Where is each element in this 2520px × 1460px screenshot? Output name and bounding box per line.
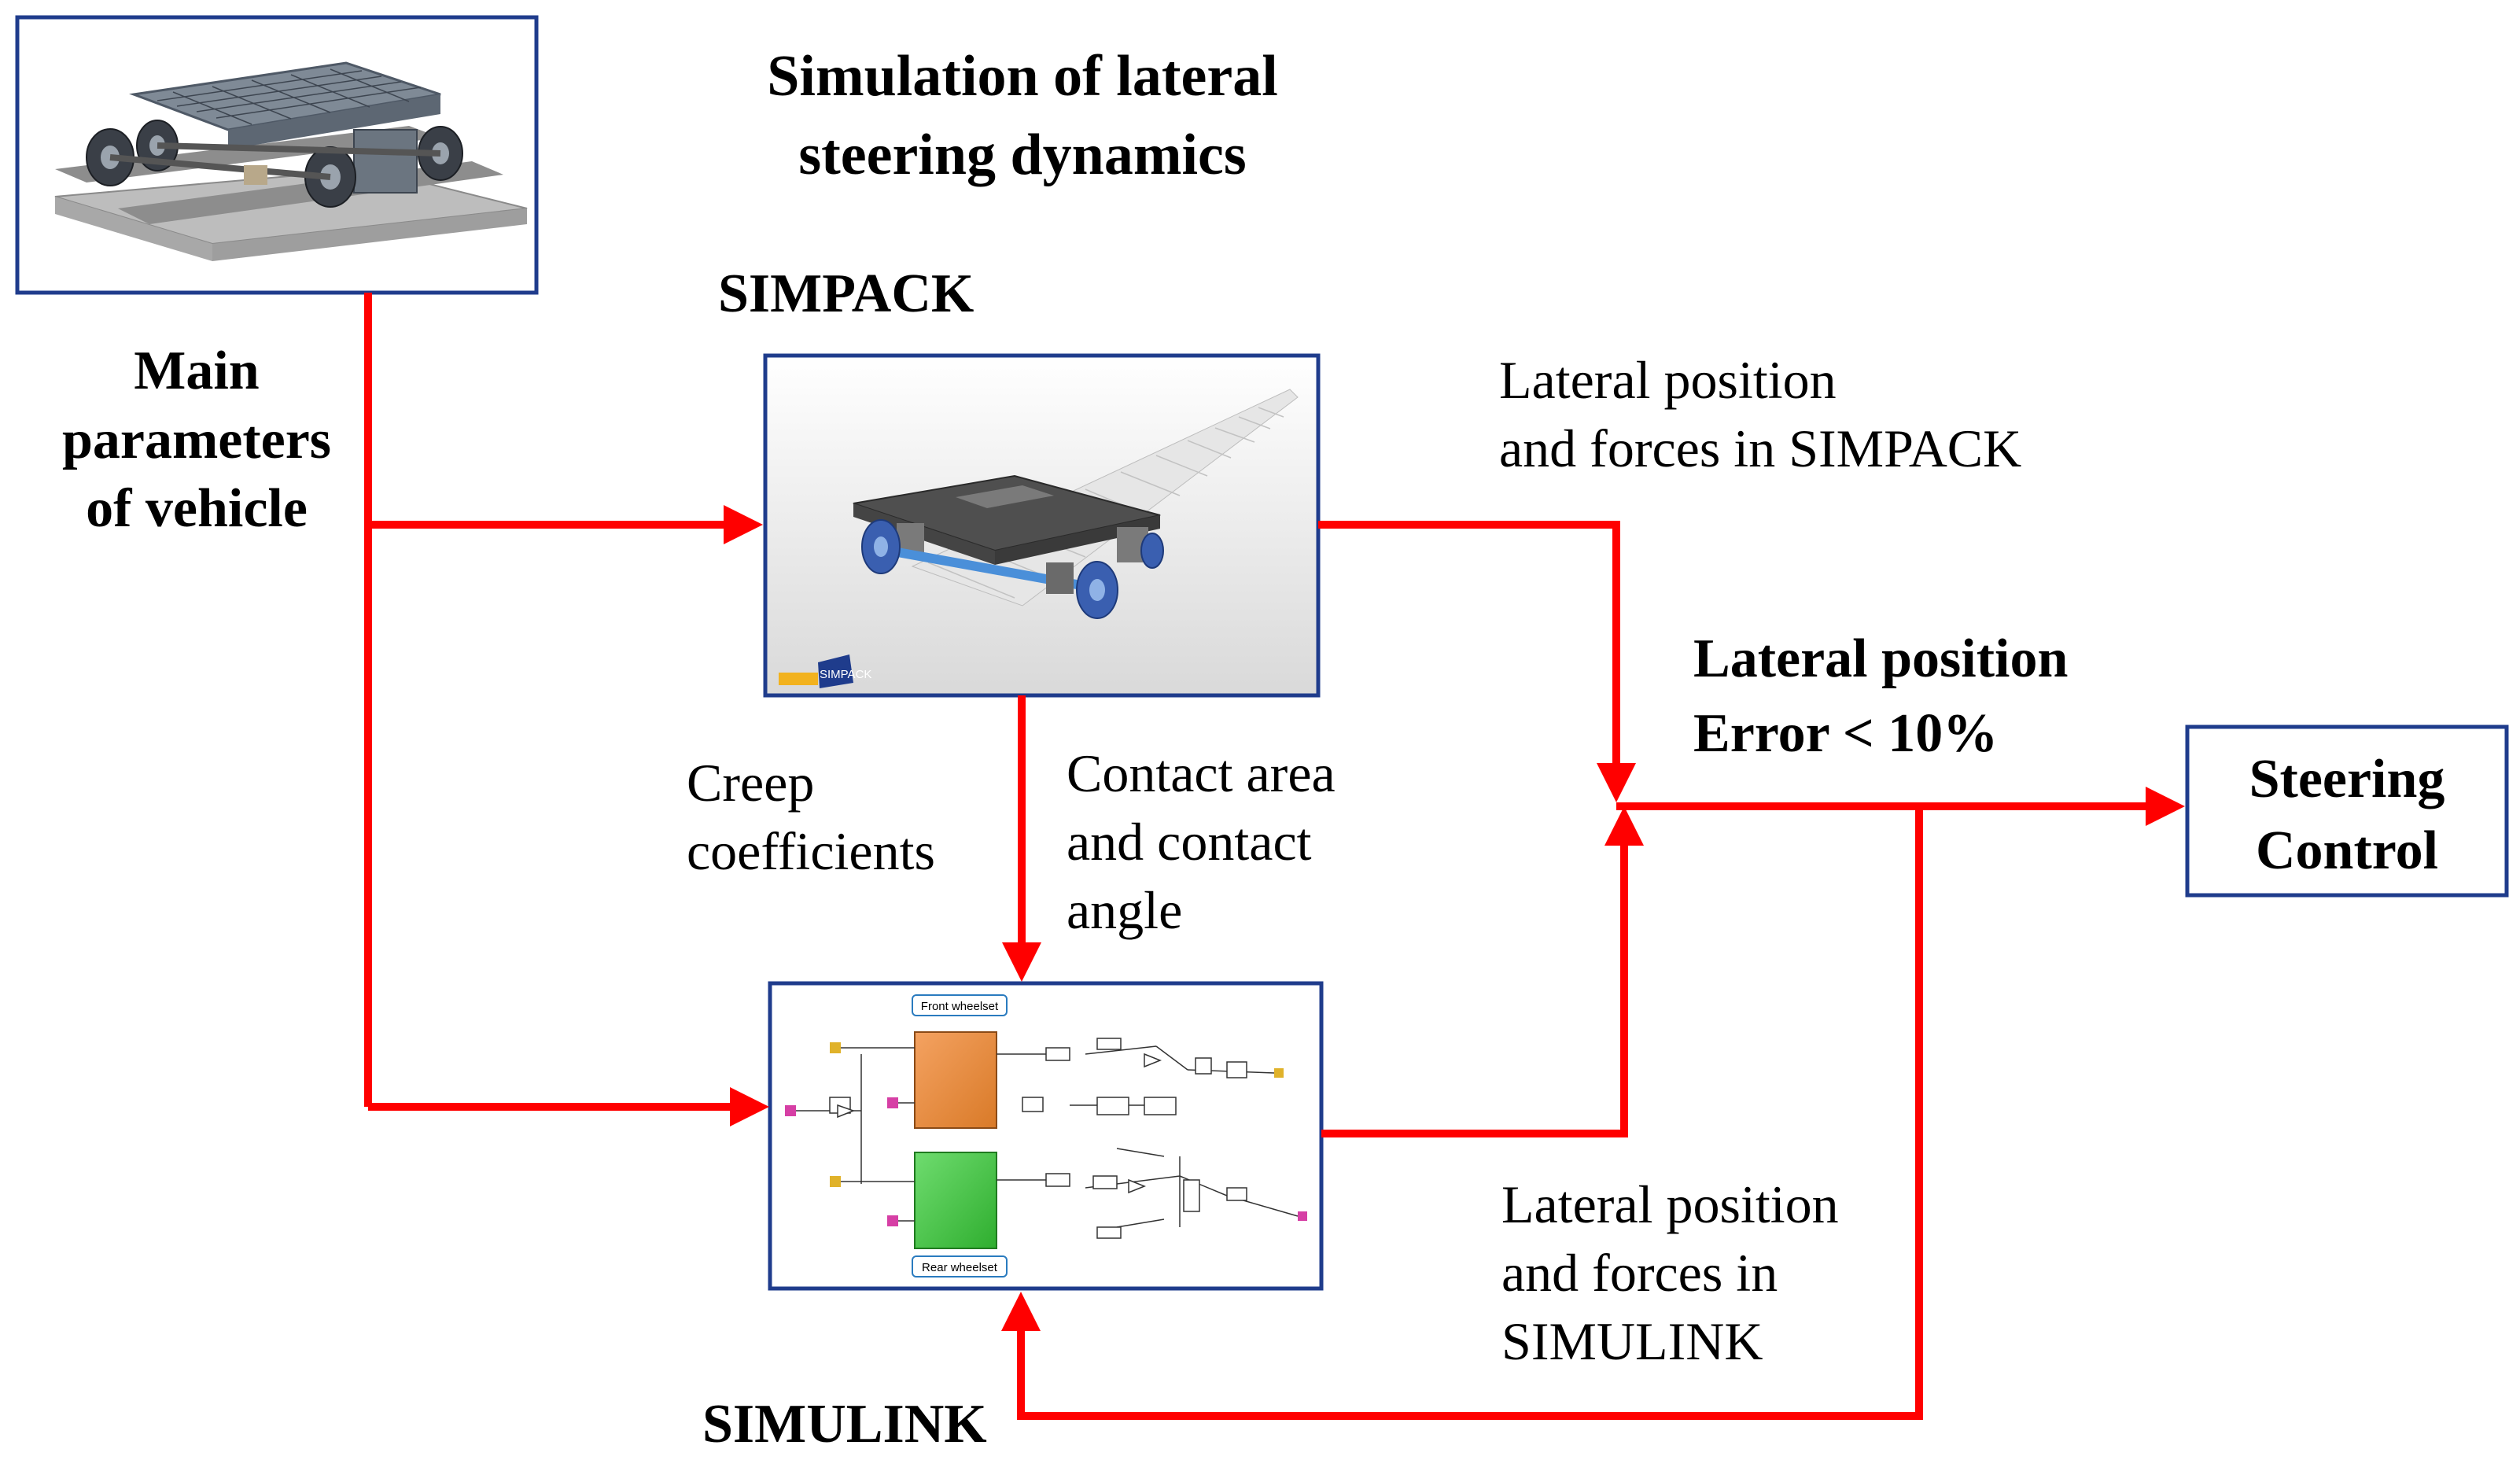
contact-area-label: Contact area and contact angle: [1067, 743, 1336, 941]
rear-wheelset-label: Rear wheelset: [922, 1261, 998, 1274]
front-wheelset-label: Front wheelset: [921, 1000, 999, 1013]
vehicle-cad-image: [15, 15, 539, 295]
lateral-position-simpack-label: Lateral position and forces in SIMPACK: [1499, 350, 2022, 479]
main-parameters-label: Main parameters of vehicle: [61, 341, 332, 539]
simpack-label: SIMPACK: [718, 264, 974, 324]
simulink-model-image: Front wheelset Rear wheelset: [768, 981, 1324, 1291]
simulink-label: SIMULINK: [702, 1394, 987, 1454]
simpack-logo: SIMPACK: [820, 668, 871, 681]
creep-coefficients-label: Creep coefficients: [687, 753, 935, 882]
arrow-feedback-to-simulink: [1001, 806, 1923, 1420]
steering-control-label: Steering Control: [2249, 749, 2445, 881]
arrow-simpack-output: [1318, 521, 1636, 802]
lateral-position-simulink-label: Lateral position and forces in SIMULINK: [1501, 1174, 1839, 1372]
lateral-position-error-label: Lateral position Error < 10%: [1693, 629, 2069, 765]
arrow-simulink-output: [1321, 806, 1644, 1137]
diagram-title: Simulation of lateral steering dynamics: [767, 44, 1278, 187]
steering-control-box: [2185, 724, 2509, 898]
simpack-model-image: SIMPACK: [763, 353, 1321, 698]
